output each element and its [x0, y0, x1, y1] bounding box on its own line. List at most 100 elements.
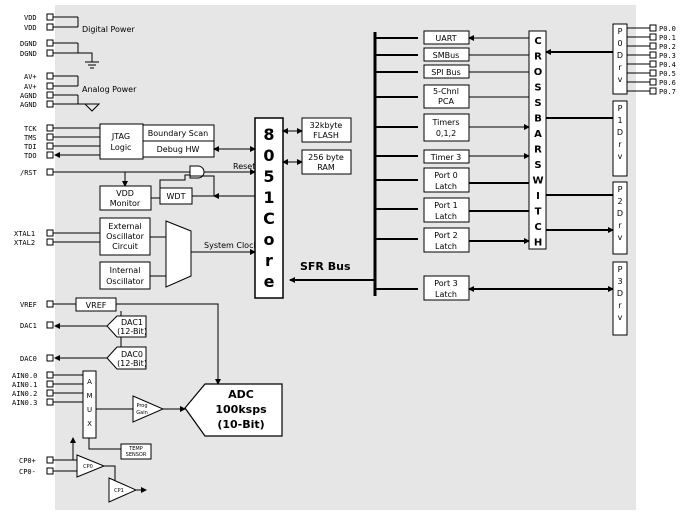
- pin-tms: TMS: [24, 134, 37, 142]
- pin-p0-0: P0.0: [659, 25, 676, 33]
- crossbar-letter-10: I: [536, 191, 540, 202]
- driver-p0-letter-4: v: [618, 75, 623, 84]
- wdt-label: WDT: [167, 192, 186, 201]
- digital-ground-icon: [85, 61, 99, 69]
- pin-tdi: TDI: [24, 143, 37, 151]
- vdd-monitor-label-2: Monitor: [110, 199, 141, 208]
- right-pin-pad-3: [649, 51, 657, 59]
- port2-label-1: Port 2: [434, 231, 458, 240]
- flash-label-2: FLASH: [313, 131, 339, 140]
- core-letter-4: C: [263, 209, 275, 228]
- port3-label-1: Port 3: [434, 279, 458, 288]
- ram-block: [301, 149, 352, 175]
- right-pin-pad-1: [649, 33, 657, 41]
- dac1-label-1: DAC1: [121, 318, 143, 327]
- debug-hw-label: Debug HW: [157, 145, 200, 154]
- analog-ground-icon: [83, 103, 101, 112]
- driver-p3-letter-0: P: [618, 265, 623, 274]
- timer3-label: Timer 3: [430, 153, 462, 162]
- pin-vdd-1: VDD: [24, 14, 37, 22]
- adc-block: [184, 383, 283, 437]
- driver-p3-letter-1: 3: [617, 277, 622, 286]
- right-pin-pads: [649, 24, 657, 95]
- smbus-label: SMBus: [433, 51, 460, 60]
- crossbar-letter-3: S: [534, 83, 541, 94]
- driver-p3-letter-4: v: [618, 313, 623, 322]
- crossbar-letter-2: O: [534, 67, 543, 78]
- pin-p0-3: P0.3: [659, 52, 676, 60]
- dac0-label-1: DAC0: [121, 350, 143, 359]
- p3-driver: [612, 261, 628, 336]
- right-pin-pad-0: [649, 24, 657, 32]
- clock-mux: [165, 220, 192, 288]
- pin-agnd-2: AGND: [20, 101, 37, 109]
- right-pin-pad-6: [649, 78, 657, 86]
- prog-gain-label-2: Gain: [136, 410, 148, 416]
- crossbar-letter-9: W: [532, 176, 543, 187]
- crossbar-letter-12: C: [534, 222, 541, 233]
- analog-power-label: Analog Power: [82, 85, 137, 94]
- adc-label-3: (10-Bit): [217, 418, 264, 431]
- timers-label-2: 0,1,2: [436, 129, 456, 138]
- port1-latch-block: [423, 197, 470, 223]
- port1-label-2: Latch: [435, 212, 457, 221]
- crossbar-letter-6: A: [534, 129, 542, 140]
- left-pins: VDD VDD DGND DGND AV+ AV+ AGND AGND TCK …: [12, 14, 38, 476]
- port1-label-1: Port 1: [434, 201, 458, 210]
- p1-driver: [612, 100, 628, 177]
- ram-label-1: 256 byte: [308, 153, 344, 162]
- vref-dac-group: VREF DAC1 (12-Bit) DAC0 (12-Bit): [53, 297, 221, 385]
- pin-tdo: TDO: [24, 152, 37, 160]
- pin-p0-5: P0.5: [659, 70, 676, 78]
- oscillator-group: External Oscillator Circuit Internal Osc…: [53, 217, 258, 290]
- pin-p0-4: P0.4: [659, 61, 676, 69]
- digital-power-label: Digital Power: [82, 25, 135, 34]
- cp0-label: CP0: [83, 464, 93, 470]
- jtag-logic-label: Logic: [111, 143, 132, 152]
- prog-gain-amp: [132, 395, 165, 423]
- driver-p1-letter-1: 1: [617, 116, 622, 125]
- driver-p0-letter-2: D: [617, 51, 623, 60]
- pin-xtal2: XTAL2: [14, 239, 35, 247]
- crossbar-letter-8: S: [534, 160, 541, 171]
- pca-label-2: PCA: [438, 97, 454, 106]
- pca-label-1: 5-Chnl: [433, 87, 459, 96]
- ext-osc-label-1: External: [108, 222, 141, 231]
- driver-p2-letter-2: D: [617, 209, 623, 218]
- boundary-scan-label: Boundary Scan: [148, 129, 209, 138]
- cp1-comparator: [108, 477, 138, 503]
- jtag-group: JTAG Logic Boundary Scan Debug HW: [53, 123, 256, 160]
- port2-label-2: Latch: [435, 242, 457, 251]
- crossbar-letter-0: C: [534, 36, 541, 47]
- vref-block-label: VREF: [86, 301, 107, 310]
- amux-letter-3: X: [87, 420, 92, 428]
- digital-power-group: Digital Power: [53, 16, 135, 69]
- pin-tck: TCK: [24, 125, 37, 133]
- int-osc-label-1: Internal: [110, 266, 141, 275]
- port3-label-2: Latch: [435, 290, 457, 299]
- peripherals-group: UART SMBus SPI Bus 5-Chnl PCA Timers 0,1…: [423, 30, 529, 301]
- core-letter-2: 5: [263, 167, 274, 186]
- port0-latch-block: [423, 167, 470, 193]
- pin-vref: VREF: [20, 301, 37, 309]
- chip-background: [55, 5, 636, 510]
- adc-label-1: ADC: [228, 388, 254, 401]
- crossbar-letter-7: R: [534, 145, 542, 156]
- pin-ain0-0: AIN0.0: [12, 372, 37, 380]
- right-pin-pad-4: [649, 60, 657, 68]
- right-pin-pad-5: [649, 69, 657, 77]
- reset-and-gate: [189, 165, 205, 179]
- pin-p0-1: P0.1: [659, 34, 676, 42]
- amux-letter-0: A: [87, 378, 92, 386]
- driver-p0-letter-0: P: [618, 27, 623, 36]
- port3-latch-block: [423, 275, 470, 301]
- dac0-label-2: (12-Bit): [117, 359, 147, 368]
- pin-cp0-minus: CP0-: [19, 468, 36, 476]
